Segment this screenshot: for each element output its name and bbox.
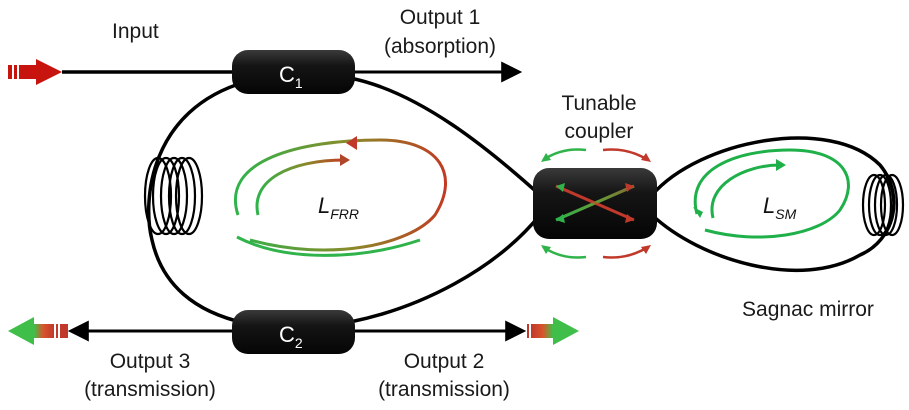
frr-outer-arrowhead xyxy=(346,136,357,150)
coupler-c2: C2 xyxy=(232,310,355,354)
c2-subscript: 2 xyxy=(295,335,303,351)
output3-label-line1: Output 3 xyxy=(110,350,191,373)
sm-loop-label: LSM xyxy=(763,193,797,222)
output2-arrow xyxy=(527,317,579,345)
coupler-top-arrows xyxy=(541,148,651,162)
input-arrow xyxy=(8,59,62,85)
svg-text:C2: C2 xyxy=(279,322,303,351)
sagnac-loop-fiber xyxy=(650,136,896,273)
output3-label-line2: (transmission) xyxy=(84,378,216,401)
output2-label-line1: Output 2 xyxy=(404,350,485,373)
c2-label: C xyxy=(279,322,295,347)
left-fiber-coil xyxy=(143,156,204,236)
output1-label-line2: (absorption) xyxy=(384,35,496,58)
frr-circulation-arrows xyxy=(234,138,447,257)
right-fiber-coil xyxy=(861,173,905,237)
tunable-label-line2: coupler xyxy=(565,120,634,143)
sm-outer-arrowhead xyxy=(693,207,703,218)
output1-label-line1: Output 1 xyxy=(400,6,481,29)
sm-inner-arrowhead xyxy=(776,159,786,171)
output3-arrow xyxy=(8,317,68,345)
sm-circulation-arrows xyxy=(693,148,850,239)
sagnac-mirror-label: Sagnac mirror xyxy=(742,298,874,321)
svg-text:C1: C1 xyxy=(279,62,303,91)
c1-subscript: 1 xyxy=(295,75,303,91)
tunable-label-line1: Tunable xyxy=(561,92,636,115)
coupler-bottom-arrows xyxy=(541,245,651,259)
c1-label: C xyxy=(279,62,295,87)
frr-loop-label: LFRR xyxy=(318,193,359,222)
main-ring-fiber xyxy=(146,76,542,325)
input-label: Input xyxy=(112,20,159,43)
tunable-coupler xyxy=(533,168,657,239)
output2-label-line2: (transmission) xyxy=(378,378,510,401)
coupler-c1: C1 xyxy=(232,50,355,94)
